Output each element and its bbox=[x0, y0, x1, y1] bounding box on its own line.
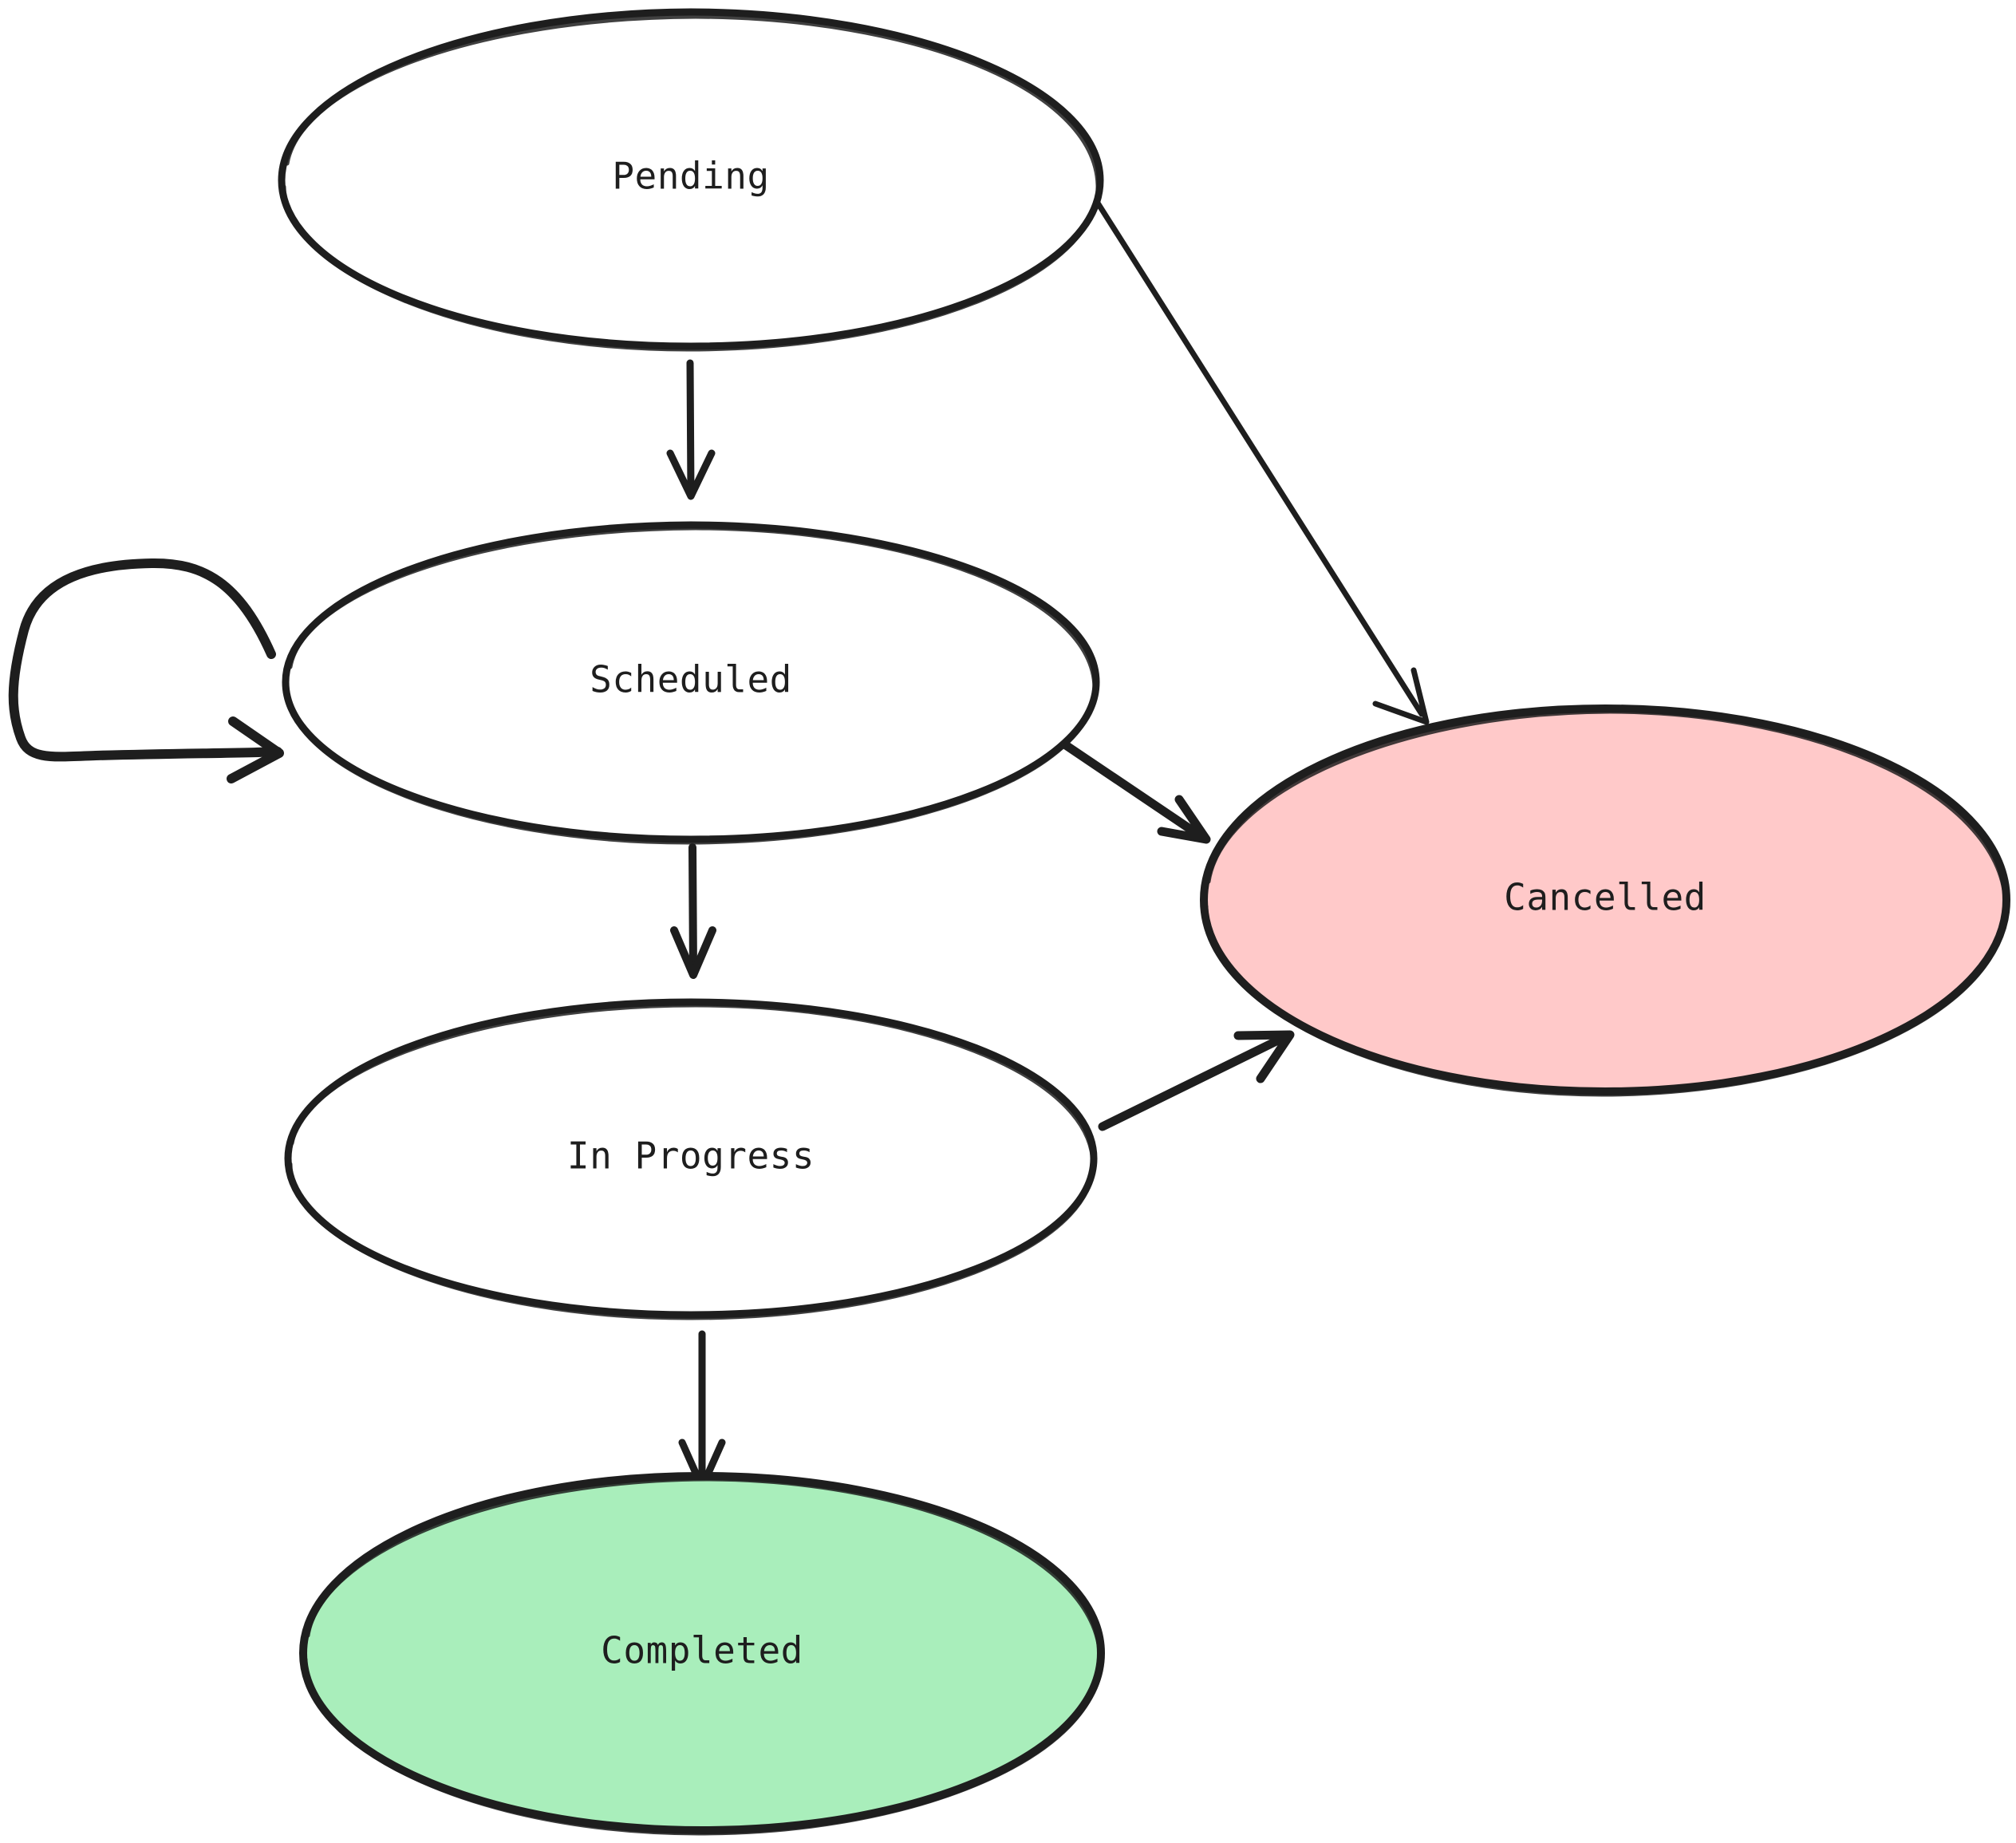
edge-scheduled-to-inprogress-path bbox=[688, 843, 697, 977]
node-in-progress-ellipse-sketch bbox=[288, 1003, 1095, 1320]
node-scheduled[interactable]: Scheduled bbox=[282, 521, 1100, 845]
edge-scheduled-self-loop-path bbox=[8, 558, 282, 762]
edge-scheduled-self-loop[interactable] bbox=[8, 558, 284, 783]
node-in-progress[interactable]: In Progress bbox=[284, 998, 1098, 1320]
edge-inprogress-to-cancelled-arrowhead bbox=[1233, 1030, 1295, 1083]
node-pending-label: Pending bbox=[612, 155, 769, 198]
edge-scheduled-self-loop-arrowhead bbox=[227, 716, 284, 783]
edge-scheduled-to-cancelled[interactable] bbox=[1056, 737, 1211, 844]
node-cancelled-label: Cancelled bbox=[1504, 876, 1706, 919]
edge-pending-to-cancelled-arrowhead bbox=[1372, 667, 1430, 725]
node-pending-ellipse-sketch bbox=[282, 14, 1100, 352]
edge-inprogress-to-cancelled[interactable] bbox=[1098, 1030, 1295, 1131]
node-in-progress-label: In Progress bbox=[567, 1135, 815, 1178]
edge-pending-to-scheduled[interactable] bbox=[666, 359, 716, 500]
node-pending[interactable]: Pending bbox=[278, 8, 1104, 352]
node-completed-ellipse-sketch bbox=[303, 1477, 1103, 1836]
edge-inprogress-to-completed[interactable] bbox=[678, 1330, 726, 1491]
edge-scheduled-to-cancelled-arrowhead bbox=[1157, 795, 1211, 844]
node-scheduled-label: Scheduled bbox=[590, 658, 792, 701]
node-pending-ellipse bbox=[278, 8, 1104, 350]
edge-scheduled-to-inprogress-arrowhead bbox=[670, 926, 716, 979]
edge-pending-to-scheduled-arrowhead bbox=[666, 449, 716, 500]
node-completed[interactable]: Completed bbox=[299, 1472, 1105, 1836]
node-completed-label: Completed bbox=[601, 1629, 803, 1672]
edge-pending-to-cancelled-path bbox=[1090, 192, 1425, 717]
edge-inprogress-to-cancelled-path bbox=[1098, 1032, 1289, 1131]
node-scheduled-ellipse-sketch bbox=[285, 526, 1097, 845]
edge-scheduled-to-inprogress[interactable] bbox=[670, 843, 716, 979]
node-cancelled-ellipse-sketch bbox=[1204, 709, 2008, 1097]
edge-pending-to-cancelled[interactable] bbox=[1090, 192, 1430, 725]
edge-pending-to-scheduled-path bbox=[686, 359, 695, 499]
node-cancelled[interactable]: Cancelled bbox=[1200, 704, 2010, 1097]
edge-scheduled-to-cancelled-path bbox=[1056, 737, 1205, 841]
